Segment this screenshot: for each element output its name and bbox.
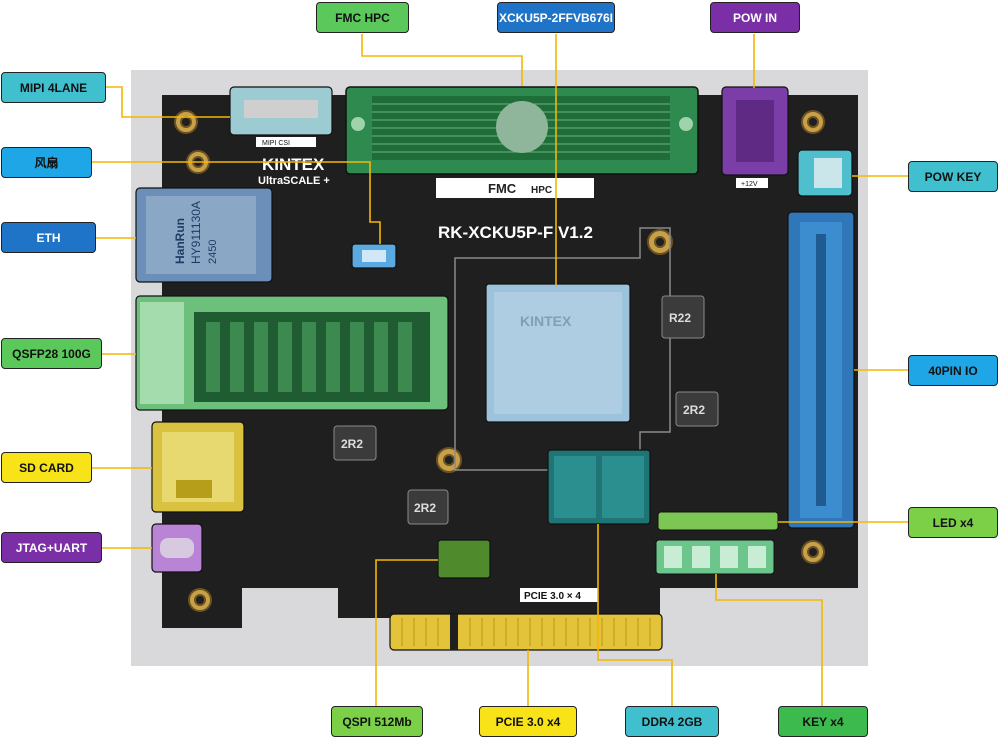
- callout-led-label: LED x4: [932, 515, 974, 530]
- key-row: [655, 539, 775, 575]
- svg-text:2450: 2450: [207, 240, 219, 264]
- callout-ddr4: DDR4 2GB: [625, 706, 719, 737]
- callout-pow-in-label: POW IN: [733, 10, 777, 25]
- callout-pow-in: POW IN: [710, 2, 800, 33]
- svg-text:HPC: HPC: [531, 185, 552, 196]
- callout-ddr4-label: DDR4 2GB: [641, 714, 703, 729]
- callout-pcie-label: PCIE 3.0 x4: [495, 714, 561, 729]
- svg-text:R22: R22: [669, 311, 691, 325]
- callout-key-label: KEY x4: [802, 714, 844, 729]
- callout-sd: SD CARD: [1, 452, 92, 483]
- callout-jtag: JTAG+UART: [1, 532, 102, 563]
- callout-xcku5p: XCKU5P-2FFVB676I: [497, 2, 615, 33]
- callout-fmc-hpc-label: FMC HPC: [335, 10, 390, 25]
- callout-eth: ETH: [1, 222, 96, 253]
- svg-text:KINTEX: KINTEX: [520, 313, 572, 329]
- svg-text:2R2: 2R2: [683, 403, 705, 417]
- callout-qspi-label: QSPI 512Mb: [342, 714, 412, 729]
- callout-jtag-label: JTAG+UART: [15, 540, 88, 555]
- callout-pow-key-label: POW KEY: [924, 169, 982, 184]
- svg-text:KINTEX: KINTEX: [262, 155, 325, 174]
- svg-text:HanRun: HanRun: [173, 218, 187, 264]
- callout-sd-label: SD CARD: [19, 460, 74, 475]
- callout-fmc-hpc: FMC HPC: [316, 2, 409, 33]
- led-row: [657, 511, 779, 531]
- svg-text:+12V: +12V: [741, 181, 758, 188]
- callout-eth-label: ETH: [36, 230, 61, 245]
- pcie-gold-fingers: [389, 613, 663, 651]
- callout-qsfp: QSFP28 100G: [1, 338, 102, 369]
- svg-text:2R2: 2R2: [414, 501, 436, 515]
- callout-pin40: 40PIN IO: [908, 355, 998, 386]
- callout-mipi: MIPI 4LANE: [1, 72, 106, 103]
- callout-qspi: QSPI 512Mb: [331, 706, 423, 737]
- callout-led: LED x4: [908, 507, 998, 538]
- svg-text:UltraSCALE +: UltraSCALE +: [258, 175, 330, 187]
- callout-lines: [92, 34, 908, 706]
- callout-pow-key: POW KEY: [908, 161, 998, 192]
- svg-text:PCIE 3.0 × 4: PCIE 3.0 × 4: [524, 591, 581, 602]
- callout-fan: 风扇: [1, 147, 92, 178]
- svg-text:2R2: 2R2: [341, 437, 363, 451]
- qspi-flash: [437, 539, 491, 579]
- svg-text:RK-XCKU5P-F V1.2: RK-XCKU5P-F V1.2: [438, 223, 593, 242]
- fpga-silk-outline: [454, 227, 671, 471]
- callout-fan-label: 风扇: [34, 156, 59, 170]
- callout-pcie: PCIE 3.0 x4: [479, 706, 577, 737]
- callout-qsfp-label: QSFP28 100G: [12, 346, 91, 361]
- callout-xcku5p-label: XCKU5P-2FFVB676I: [498, 10, 614, 25]
- svg-text:MIPI CSI: MIPI CSI: [262, 140, 290, 147]
- svg-text:HY911130A: HY911130A: [189, 201, 203, 264]
- callout-mipi-label: MIPI 4LANE: [19, 80, 88, 95]
- callout-pin40-label: 40PIN IO: [928, 363, 978, 378]
- svg-text:FMC: FMC: [488, 181, 517, 196]
- callout-key: KEY x4: [778, 706, 868, 737]
